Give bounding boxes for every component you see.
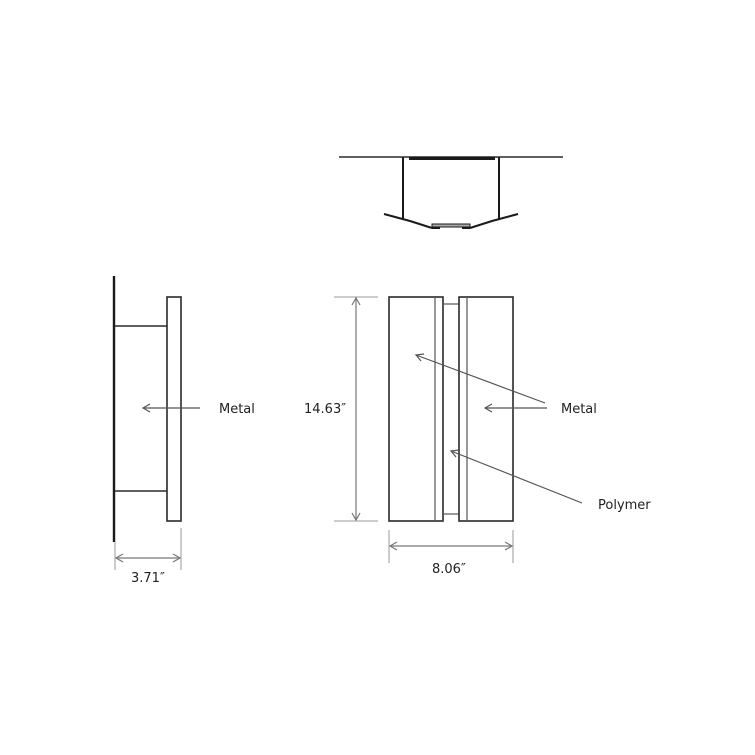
polymer-diffuser [431,223,471,228]
left-metal-panel [388,296,444,522]
arrowhead-icon [388,541,398,551]
side-view: Metal 3.71″ [112,276,255,586]
arrowhead-icon [449,449,460,458]
arrowhead-icon [114,553,124,563]
depth-dimension-label: 3.71″ [131,571,165,586]
right-metal-panel [458,296,514,522]
arrowhead-icon [483,403,493,413]
polymer-label: Polymer [598,498,651,513]
height-dimension-label: 14.63″ [304,402,346,417]
metal-leader-line-1 [415,354,546,404]
front-metal-label: Metal [561,402,597,417]
side-metal-label: Metal [219,402,255,417]
arrowhead-icon [414,353,425,362]
arrowhead-icon [172,553,182,563]
arrowhead-icon [351,296,361,306]
arrowhead-icon [504,541,514,551]
left-wing [383,213,433,229]
front-view: Metal Polymer 14.63″ 8.06″ [304,296,651,577]
width-dimension-label: 8.06″ [432,562,466,577]
arrowhead-icon [141,403,151,413]
arrowhead-icon [351,512,361,522]
mounting-plate [409,157,495,160]
polymer-leader-line [450,450,583,504]
right-wing [469,213,519,229]
front-plate [166,296,182,522]
top-view [339,156,563,229]
